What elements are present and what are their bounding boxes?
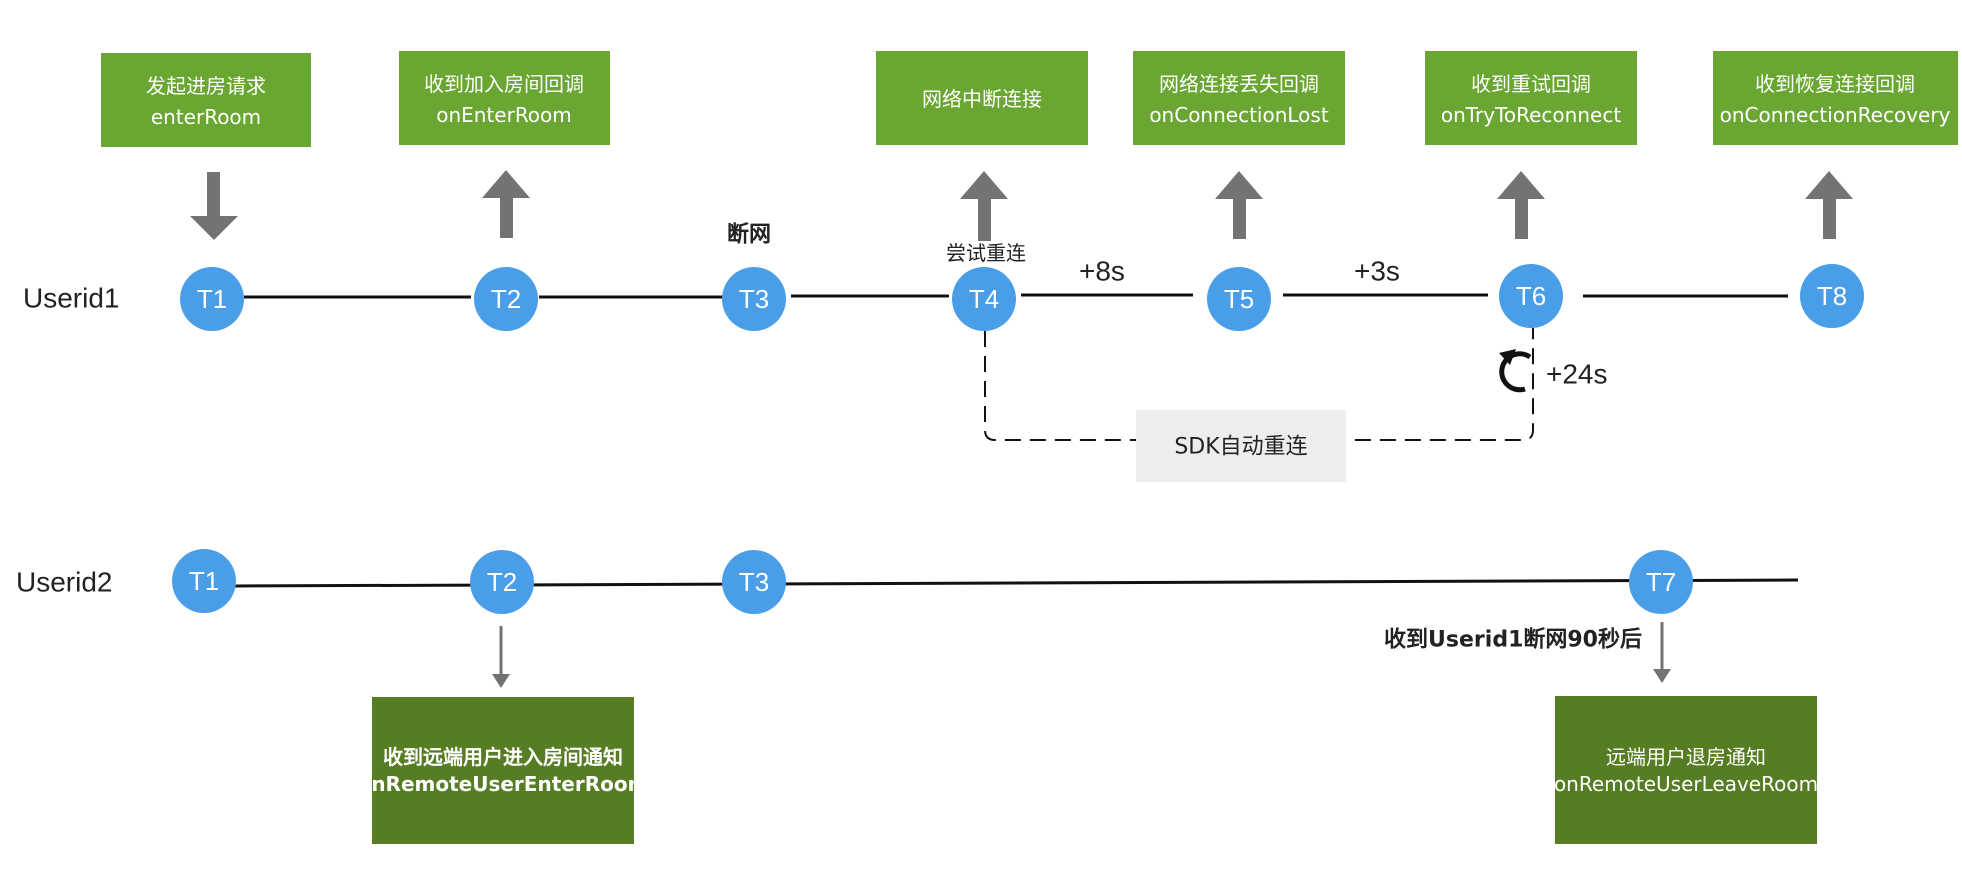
box-try-reconnect-line2: onTryToReconnect bbox=[1441, 103, 1621, 127]
svg-text:T1: T1 bbox=[197, 284, 227, 314]
box-connection-lost: 网络连接丢失回调 onConnectionLost bbox=[1133, 51, 1345, 145]
arrow-down-enter-request bbox=[190, 172, 238, 240]
node-user2-t1: T1 bbox=[172, 549, 236, 613]
box-remote-leave-line2: onRemoteUserLeaveRoom bbox=[1554, 772, 1818, 796]
box-remote-enter-rect bbox=[372, 697, 634, 844]
svg-text:T2: T2 bbox=[491, 284, 521, 314]
refresh-icon bbox=[1499, 349, 1532, 393]
svg-text:T4: T4 bbox=[969, 284, 999, 314]
box-network-break-rect bbox=[876, 51, 1088, 145]
box-enter-request-rect bbox=[101, 53, 311, 147]
svg-text:T1: T1 bbox=[189, 566, 219, 596]
box-enter-request-line2: enterRoom bbox=[151, 105, 261, 129]
lane-label-user2: Userid2 bbox=[16, 567, 112, 598]
arrow-down-remote-leave bbox=[1653, 622, 1671, 683]
node-user2-t3: T3 bbox=[722, 550, 786, 614]
label-sdk-auto: SDK自动重连 bbox=[1174, 435, 1307, 460]
svg-text:T8: T8 bbox=[1817, 281, 1847, 311]
box-recovery-rect bbox=[1713, 51, 1958, 145]
box-recovery: 收到恢复连接回调 onConnectionRecovery bbox=[1713, 51, 1958, 145]
svg-text:T6: T6 bbox=[1516, 281, 1546, 311]
node-user1-t3: T3 bbox=[722, 267, 786, 331]
node-user2-t2: T2 bbox=[470, 550, 534, 614]
arrow-up-try-reconnect bbox=[1497, 171, 1545, 239]
node-user1-t6: T6 bbox=[1499, 264, 1563, 328]
box-try-reconnect-line1: 收到重试回调 bbox=[1471, 72, 1591, 96]
box-remote-enter-line2: onRemoteUserEnterRoom bbox=[358, 772, 649, 796]
box-remote-leave-rect bbox=[1555, 696, 1817, 844]
node-user1-t5: T5 bbox=[1207, 267, 1271, 331]
node-user1-t1: T1 bbox=[180, 267, 244, 331]
box-enter-request: 发起进房请求 enterRoom bbox=[101, 53, 311, 147]
label-plus-8s: +8s bbox=[1079, 256, 1125, 287]
label-after-90s: 收到Userid1断网90秒后 bbox=[1384, 627, 1642, 653]
box-recovery-line1: 收到恢复连接回调 bbox=[1755, 72, 1915, 96]
box-try-reconnect: 收到重试回调 onTryToReconnect bbox=[1425, 51, 1637, 145]
box-try-reconnect-rect bbox=[1425, 51, 1637, 145]
lane-label-user1: Userid1 bbox=[23, 283, 119, 314]
svg-text:T3: T3 bbox=[739, 284, 769, 314]
svg-text:T5: T5 bbox=[1224, 284, 1254, 314]
arrow-down-remote-enter bbox=[492, 626, 510, 688]
timeline-user1-line bbox=[244, 293, 1788, 299]
node-user2-t7: T7 bbox=[1629, 550, 1693, 614]
node-user1-t4: T4 bbox=[952, 267, 1016, 331]
box-enter-callback-rect bbox=[399, 51, 610, 145]
arrow-up-enter-callback bbox=[482, 170, 530, 238]
auto-reconnect-box-rect bbox=[1136, 410, 1346, 482]
node-user1-t2: T2 bbox=[474, 267, 538, 331]
arrow-up-connection-lost bbox=[1215, 171, 1263, 239]
box-network-break-line1: 网络中断连接 bbox=[922, 87, 1042, 111]
box-remote-enter: 收到远端用户进入房间通知 onRemoteUserEnterRoom bbox=[358, 697, 649, 844]
box-enter-callback: 收到加入房间回调 onEnterRoom bbox=[399, 51, 610, 145]
box-enter-request-line1: 发起进房请求 bbox=[146, 74, 266, 98]
box-remote-leave: 远端用户退房通知 onRemoteUserLeaveRoom bbox=[1554, 696, 1818, 844]
node-user1-t8: T8 bbox=[1800, 264, 1864, 328]
box-connection-lost-rect bbox=[1133, 51, 1345, 145]
box-remote-leave-line1: 远端用户退房通知 bbox=[1606, 745, 1766, 769]
label-plus-24s: +24s bbox=[1546, 359, 1608, 390]
label-plus-3s: +3s bbox=[1354, 256, 1400, 287]
box-enter-callback-line2: onEnterRoom bbox=[436, 103, 572, 127]
box-recovery-line2: onConnectionRecovery bbox=[1720, 103, 1951, 127]
svg-text:T3: T3 bbox=[739, 567, 769, 597]
box-remote-enter-line1: 收到远端用户进入房间通知 bbox=[383, 745, 623, 769]
svg-text:T2: T2 bbox=[487, 567, 517, 597]
timeline-user2-line bbox=[234, 578, 1799, 588]
arrow-up-network-break bbox=[960, 171, 1008, 241]
label-disconnect: 断网 bbox=[727, 222, 771, 248]
arrow-up-recovery bbox=[1805, 171, 1853, 239]
box-connection-lost-line2: onConnectionLost bbox=[1149, 103, 1329, 127]
box-connection-lost-line1: 网络连接丢失回调 bbox=[1159, 72, 1319, 96]
box-enter-callback-line1: 收到加入房间回调 bbox=[424, 72, 584, 96]
label-try-again: 尝试重连 bbox=[946, 241, 1026, 265]
auto-reconnect-box: SDK自动重连 bbox=[1136, 410, 1346, 482]
box-network-break: 网络中断连接 bbox=[876, 51, 1088, 145]
svg-text:T7: T7 bbox=[1646, 567, 1676, 597]
